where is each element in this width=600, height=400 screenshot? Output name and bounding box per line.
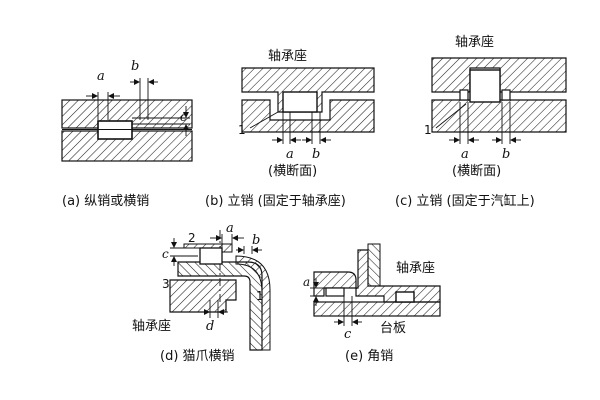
panel-d-bearing-housing [169, 279, 237, 313]
dim-label-b: b [502, 147, 510, 162]
dim-label-a: a [97, 69, 105, 84]
panel-b-housing-label: 轴承座 [268, 49, 307, 64]
panel-c-shim [459, 89, 469, 101]
panel-e-cylinder-wall [367, 243, 381, 287]
dim-label-b: b [312, 147, 320, 162]
dim-label-d: d [206, 319, 214, 334]
panel-d-housing-label: 轴承座 [132, 319, 171, 334]
panel-b-bearing-housing [241, 67, 375, 113]
panel-e-plate-label: 台板 [380, 321, 406, 336]
panel-c-section-label: (横断面) [452, 164, 501, 179]
panel-e-housing-label: 轴承座 [396, 261, 435, 276]
panel-d-caption: (d) 猫爪横销 [160, 349, 235, 364]
panel-c-pin [469, 69, 501, 103]
panel-e-pin [325, 287, 345, 297]
panel-b-leader-line [249, 111, 279, 129]
panel-c-leader-line [435, 103, 467, 129]
panel-b-caption: (b) 立销 (固定于轴承座) [205, 194, 346, 209]
panel-e-key [395, 291, 415, 303]
panel-c-part-label: 1 [424, 123, 432, 137]
panel-c-shim [501, 89, 511, 101]
dim-label-c: c [344, 327, 352, 342]
panel-c-caption: (c) 立销 (固定于汽缸上) [395, 193, 535, 209]
panel-b: 轴承座 1 a b (横断面) (b) 立销 (固定于轴承座) [205, 49, 375, 209]
panel-e-caption: (e) 角销 [345, 349, 393, 364]
panel-b-section-label: (横断面) [268, 164, 317, 179]
panel-d-part-2: 2 [188, 231, 196, 245]
dim-label-a: a [226, 221, 234, 236]
panel-e-claw [313, 271, 357, 297]
panel-c: 轴承座 1 a b (横断面) (c) 立销 (固定于汽缸上) [395, 35, 567, 209]
panel-d: 2 3 1 a b c d 轴承座 (d) 猫爪横销 [132, 221, 271, 364]
dim-label-c: c [162, 247, 169, 261]
panel-c-housing-label: 轴承座 [455, 35, 494, 50]
panel-b-cylinder [241, 99, 375, 133]
panel-d-pin [199, 247, 223, 265]
dim-label-a: a [286, 147, 294, 162]
panel-a-caption: (a) 纵销或横销 [62, 194, 149, 209]
panel-d-part-1: 1 [256, 289, 264, 303]
panel-c-bearing-housing [431, 57, 567, 93]
dim-label-a: a [303, 275, 310, 289]
panel-a: a b c (a) 纵销或横销 [61, 59, 193, 209]
dim-label-c: c [180, 110, 187, 124]
panel-d-part-3: 3 [162, 277, 170, 291]
panel-e-bed-plate [313, 301, 441, 317]
dim-label-b: b [252, 233, 260, 248]
dim-label-a: a [461, 147, 469, 162]
panel-e: 轴承座 a c 台板 (e) 角销 [303, 243, 441, 364]
panel-c-cylinder [431, 99, 567, 133]
panel-b-part-label: 1 [238, 123, 246, 137]
panel-b-pin [282, 91, 318, 113]
dim-label-b: b [131, 59, 139, 74]
panel-d-cylinder-wall [235, 255, 271, 351]
